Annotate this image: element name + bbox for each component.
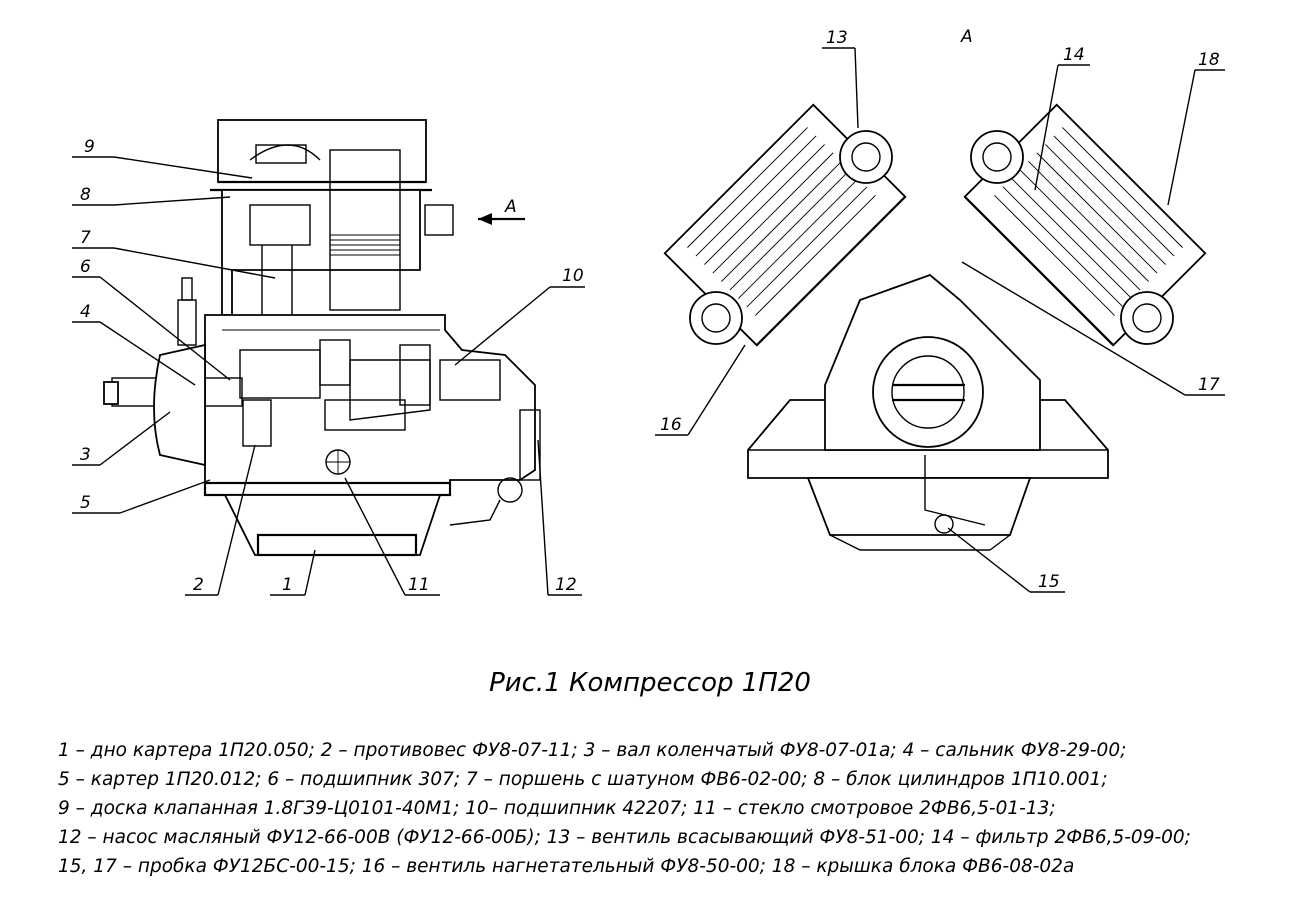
callout-12: 12 <box>555 575 577 595</box>
compressor-drawing: А А 9 8 7 6 4 3 5 2 1 11 12 10 13 14 18 … <box>72 27 1225 596</box>
callout-1: 1 <box>282 575 293 595</box>
side-section-view <box>103 119 541 557</box>
callout-15: 15 <box>1038 572 1060 592</box>
view-a-label: А <box>960 27 973 47</box>
callout-5: 5 <box>80 493 91 513</box>
legend-line: 5 – картер 1П20.012; 6 – подшипник 307; … <box>58 769 1108 790</box>
callout-8: 8 <box>80 185 91 205</box>
callout-10: 10 <box>562 266 584 286</box>
callout-17: 17 <box>1198 375 1220 395</box>
callout-9: 9 <box>84 137 95 157</box>
legend-line: 15, 17 – пробка ФУ12БС-00-15; 16 – венти… <box>58 856 1075 877</box>
callout-18: 18 <box>1198 50 1220 70</box>
legend-line: 9 – доска клапанная 1.8Г39-Ц0101-40М1; 1… <box>58 798 1056 819</box>
arrow-a-label: А <box>504 197 517 217</box>
figure-caption: Рис.1 Компрессор 1П20 <box>489 668 811 698</box>
callout-3: 3 <box>80 445 91 465</box>
parts-legend: 1 – дно картера 1П20.050; 2 – противовес… <box>58 736 1293 881</box>
callout-13: 13 <box>826 28 848 48</box>
left-callout-lines <box>72 156 585 596</box>
callout-14: 14 <box>1063 45 1085 65</box>
callout-7: 7 <box>80 228 91 248</box>
callout-4: 4 <box>80 302 91 322</box>
callout-2: 2 <box>193 575 204 595</box>
callout-16: 16 <box>660 415 682 435</box>
legend-line: 12 – насос масляный ФУ12-66-00В (ФУ12-66… <box>58 827 1191 848</box>
callout-11: 11 <box>408 575 430 595</box>
right-callout-lines <box>655 47 1225 593</box>
callout-6: 6 <box>80 257 91 277</box>
legend-line: 1 – дно картера 1П20.050; 2 – противовес… <box>58 740 1127 761</box>
view-a-drawing <box>663 103 1207 551</box>
